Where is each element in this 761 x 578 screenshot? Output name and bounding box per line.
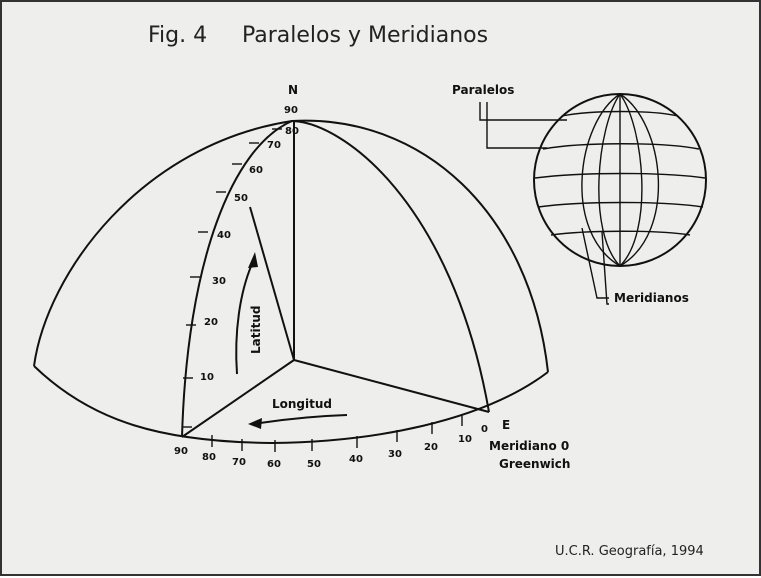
figure-number: Fig. 4 — [148, 23, 207, 48]
meridianos-leader-1 — [581, 227, 609, 299]
greenwich-label: Greenwich — [499, 457, 570, 471]
radius-east — [293, 359, 490, 413]
meridian-greenwich — [291, 120, 490, 413]
globe — [533, 93, 707, 267]
lon-label-50: 50 — [307, 459, 321, 470]
lat-label-80: 80 — [285, 126, 299, 137]
lon-label-10: 10 — [458, 434, 472, 445]
longitude-tick-marks — [211, 414, 463, 452]
paralelos-leader-2 — [486, 102, 547, 149]
latitude-arrowhead — [248, 252, 258, 268]
latitude-arrow — [235, 263, 253, 375]
lat-label-90: 90 — [284, 105, 298, 116]
lon-label-70: 70 — [232, 457, 246, 468]
credit: U.C.R. Geografía, 1994 — [555, 544, 704, 559]
lon-label-40: 40 — [349, 454, 363, 465]
meridianos-label: Meridianos — [614, 291, 689, 305]
meridianos-leader-2 — [601, 231, 609, 305]
east-label: E — [502, 418, 510, 432]
north-label: N — [288, 83, 298, 97]
paralelos-label: Paralelos — [452, 83, 514, 97]
figure-title: Paralelos y Meridianos — [242, 23, 488, 48]
latitude-tick-marks — [182, 128, 282, 428]
meridian-zero-label: Meridiano 0 — [489, 439, 569, 453]
longitude-arrow — [259, 414, 348, 424]
lon-label-30: 30 — [388, 449, 402, 460]
lon-label-80: 80 — [202, 452, 216, 463]
radius-latitude — [249, 206, 295, 361]
lon-label-90: 90 — [174, 446, 188, 457]
longitude-label: Longitud — [272, 397, 332, 411]
lat-label-50: 50 — [234, 193, 248, 204]
paralelos-leader-1 — [479, 102, 567, 121]
lon-label-20: 20 — [424, 442, 438, 453]
lat-label-70: 70 — [267, 140, 281, 151]
lat-label-60: 60 — [249, 165, 263, 176]
radius-90 — [181, 359, 295, 438]
lat-label-40: 40 — [217, 230, 231, 241]
lon-label-0: 0 — [481, 424, 488, 435]
lat-label-10: 10 — [200, 372, 214, 383]
lat-label-30: 30 — [212, 276, 226, 287]
meridian-90 — [181, 120, 293, 438]
longitude-arrowhead — [248, 418, 262, 429]
lon-label-60: 60 — [267, 459, 281, 470]
lat-label-20: 20 — [204, 317, 218, 328]
latitude-label: Latitud — [249, 306, 263, 354]
